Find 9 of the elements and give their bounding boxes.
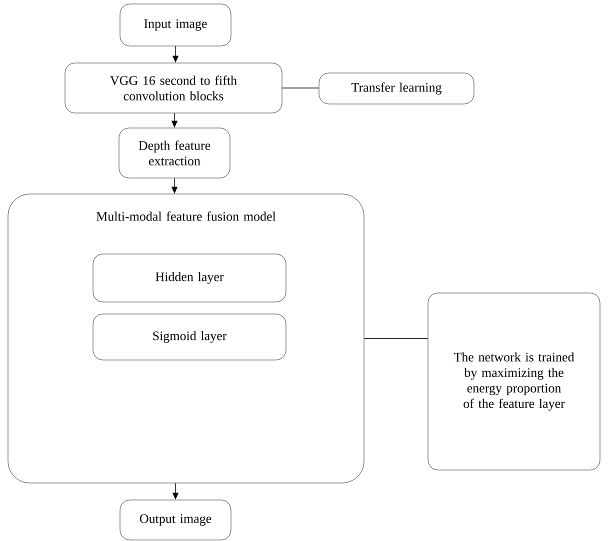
process-box: Depth feature extraction [118, 128, 230, 178]
process-box: Transfer learning [318, 72, 474, 104]
process-box: VGG 16 second to fifth convolution blocks [64, 62, 282, 114]
process-box: Input image [120, 4, 232, 46]
process-box: Hidden layer [92, 254, 286, 302]
process-box: Output image [120, 500, 232, 540]
process-box: The network is trained by maximizing the energy proportion of the feature layer [428, 292, 600, 470]
connector-line [364, 338, 428, 339]
process-box: Sigmoid layer [92, 314, 286, 360]
